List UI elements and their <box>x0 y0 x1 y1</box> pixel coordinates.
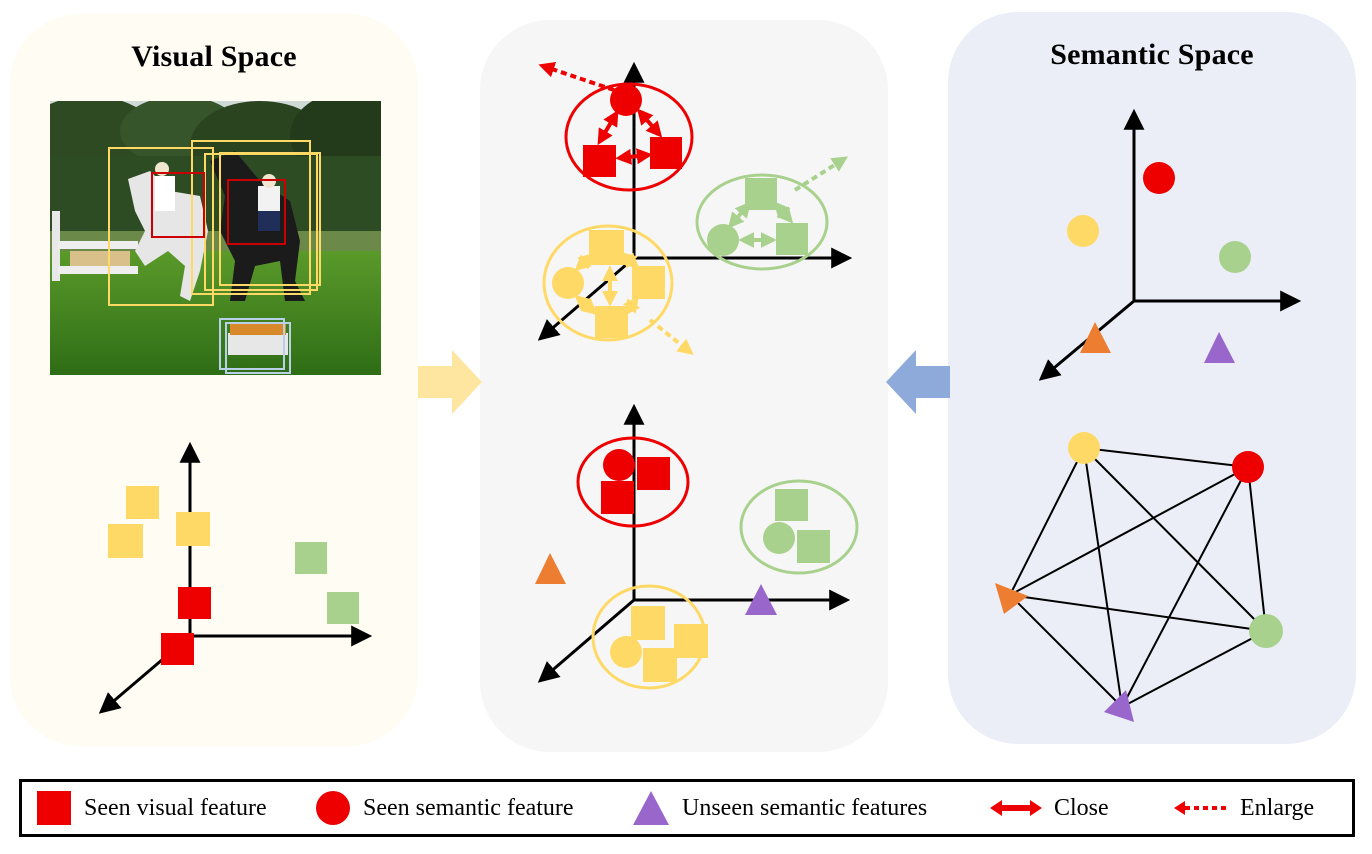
red-circle-icon <box>316 791 350 825</box>
yellow-cluster-bottom <box>591 584 708 690</box>
yellow-cluster-top <box>542 224 694 355</box>
green-cluster-top <box>695 156 849 271</box>
semantic-space-title: Semantic Space <box>1050 38 1254 71</box>
purple-triangle-icon <box>633 791 669 825</box>
red-cluster-top <box>538 62 694 192</box>
legend-item-seen-visual: Seen visual feature <box>36 782 267 834</box>
semantic-graph-nodes <box>995 432 1283 722</box>
dashed-arrow-icon <box>1174 801 1228 815</box>
semantic-space-panel: Semantic Space <box>948 12 1356 744</box>
legend: Seen visual feature Seen semantic featur… <box>19 779 1355 837</box>
semantic-to-shared-arrow <box>886 350 950 414</box>
red-cluster-bottom <box>576 436 690 528</box>
legend-label: Unseen semantic features <box>682 794 928 821</box>
visual-feature-points <box>108 486 359 665</box>
legend-item-close: Close <box>990 782 1109 834</box>
legend-label: Seen semantic feature <box>363 794 574 821</box>
legend-item-enlarge: Enlarge <box>1174 782 1314 834</box>
shared-top-axes <box>537 61 853 341</box>
visual-space-title: Visual Space <box>131 40 297 73</box>
legend-label: Close <box>1054 794 1109 821</box>
semantic-feature-points <box>1067 162 1251 363</box>
legend-label: Enlarge <box>1240 794 1315 821</box>
visual-feature-axes <box>98 441 373 714</box>
legend-item-unseen-semantic: Unseen semantic features <box>632 782 927 834</box>
double-arrow-icon <box>990 800 1042 816</box>
green-cluster-bottom <box>739 479 859 575</box>
visual-to-shared-arrow <box>418 350 482 414</box>
horse-riders-photo <box>50 101 381 375</box>
legend-label: Seen visual feature <box>84 794 267 821</box>
orange-triangle-shared <box>535 553 566 584</box>
semantic-graph-edges <box>1009 447 1267 708</box>
red-square-icon <box>37 791 71 825</box>
purple-triangle-shared <box>745 584 777 615</box>
legend-item-seen-semantic: Seen semantic feature <box>315 782 574 834</box>
